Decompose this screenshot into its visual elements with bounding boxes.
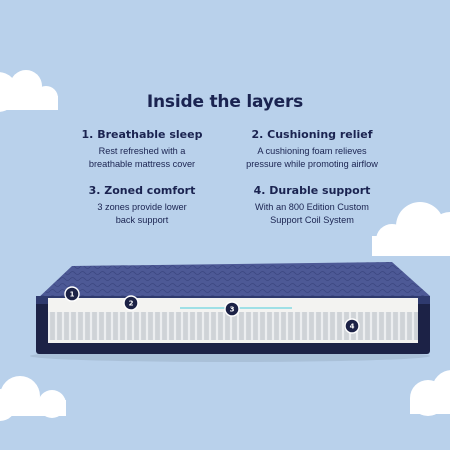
feature-breathable-sleep: 1. Breathable sleep Rest refreshed with … bbox=[47, 128, 237, 171]
badge-1 bbox=[64, 286, 80, 302]
feature-desc-line-2: breathable mattress cover bbox=[88, 159, 196, 169]
feature-desc-line-1: With an 800 Edition Custom bbox=[255, 202, 369, 212]
badge-4-number: 4 bbox=[350, 323, 355, 331]
cloud-bottom-left bbox=[0, 376, 66, 421]
cloud-right bbox=[372, 202, 450, 256]
feature-desc-line-1: Rest refreshed with a bbox=[98, 146, 186, 156]
badge-4 bbox=[344, 318, 360, 334]
feature-cushioning-relief: 2. Cushioning relief A cushioning foam r… bbox=[217, 128, 407, 171]
feature-desc-line-1: 3 zones provide lower bbox=[97, 202, 187, 212]
cloud-bottom-right bbox=[410, 370, 450, 416]
feature-desc-line-2: pressure while promoting airflow bbox=[246, 159, 378, 169]
feature-title: 3. Zoned comfort bbox=[88, 184, 196, 197]
feature-desc-line-2: Support Coil System bbox=[270, 215, 354, 225]
badge-1-number: 1 bbox=[70, 291, 75, 299]
cloud-top-left bbox=[0, 70, 58, 112]
badge-3-number: 3 bbox=[230, 306, 235, 314]
feature-desc-line-1: A cushioning foam relieves bbox=[257, 146, 367, 156]
badge-2-number: 2 bbox=[129, 300, 134, 308]
feature-durable-support: 4. Durable support With an 800 Edition C… bbox=[217, 184, 407, 227]
page-title: Inside the layers bbox=[146, 92, 304, 112]
mattress-top-cover bbox=[36, 262, 430, 300]
feature-title: 1. Breathable sleep bbox=[81, 128, 203, 141]
feature-title: 2. Cushioning relief bbox=[251, 128, 373, 141]
feature-zoned-comfort: 3. Zoned comfort 3 zones provide lower b… bbox=[47, 184, 237, 227]
bottom-foam bbox=[48, 340, 418, 343]
badge-2 bbox=[123, 295, 139, 311]
feature-title: 4. Durable support bbox=[253, 184, 371, 197]
feature-desc-line-2: back support bbox=[115, 215, 169, 225]
badge-3 bbox=[224, 301, 240, 317]
